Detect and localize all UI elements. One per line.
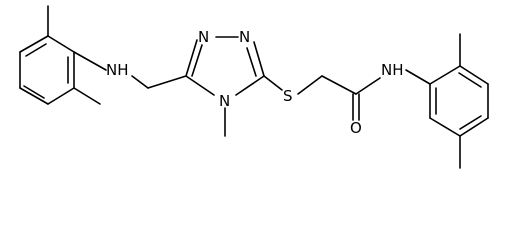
right-benzene-ring [429,65,489,137]
nh-ch2-linker [131,75,187,89]
thioether-linker [263,75,357,95]
atom-label-nh-left: NH [106,61,129,79]
molecule-drawing: NH N N N S O NH [19,5,489,169]
left-benzene-ring [19,35,75,105]
atom-label-n-ring-methyl: N [219,92,230,110]
nh-to-right-ring-bond [405,69,431,85]
atom-label-n-ring-2: N [239,28,250,46]
left-ring-methyl-bottom [73,87,101,105]
atom-label-oxygen: O [350,119,362,137]
carbonyl-double-bond [352,93,360,121]
structure-diagram: NH N N N S O NH [19,5,489,169]
triazole-ring [185,36,265,96]
atom-label-n-ring-1: N [198,28,209,46]
atom-label-nh-right: NH [381,61,404,79]
left-ring-to-nh-bond [73,51,107,71]
amide-bond [355,77,381,95]
atom-label-sulfur: S [283,87,293,105]
